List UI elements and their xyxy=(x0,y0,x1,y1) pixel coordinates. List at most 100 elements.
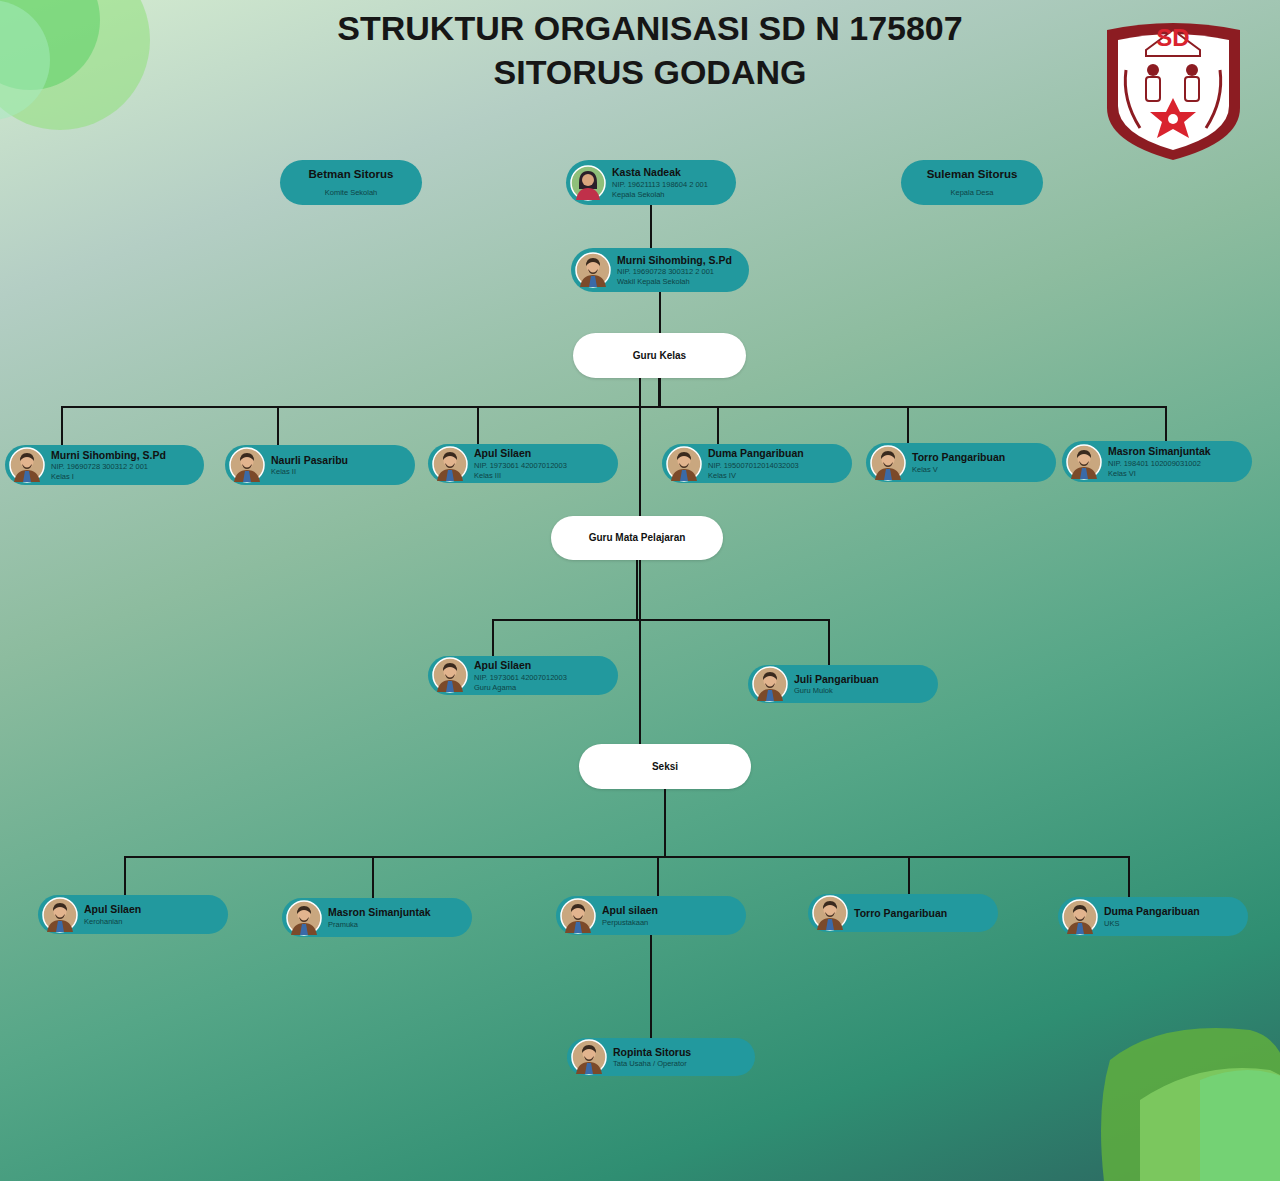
corner-blob xyxy=(1101,1028,1280,1181)
person-box: Ropinta SitorusTata Usaha / Operator xyxy=(567,1038,755,1076)
person-box: Betman SitorusKomite Sekolah xyxy=(280,160,422,205)
avatar-photo xyxy=(432,657,468,693)
photo-beard xyxy=(588,269,598,274)
node-detail: Kerohanian xyxy=(84,917,122,926)
photo-hair xyxy=(1077,450,1091,458)
photo-face xyxy=(582,174,594,186)
node-detail: Guru Mulok xyxy=(794,686,833,695)
node-detail: NIP. 19621113 198604 2 001 xyxy=(612,180,708,189)
photo-beard xyxy=(679,463,689,468)
connector-line xyxy=(62,378,660,445)
photo-body xyxy=(671,469,697,481)
photo-ground xyxy=(753,667,787,701)
photo-beard xyxy=(883,462,893,467)
node-title: Apul Silaen xyxy=(474,447,531,460)
photo-ground xyxy=(10,448,44,482)
node-title: Ropinta Sitorus xyxy=(613,1046,691,1059)
logo-flower-center xyxy=(1168,114,1178,124)
photo-beard xyxy=(242,464,252,469)
photo-body xyxy=(565,921,591,933)
avatar-photo xyxy=(229,447,265,483)
photo-beard xyxy=(765,683,775,688)
photo-shirt xyxy=(23,471,31,482)
person-box: Duma PangaribuanNIP. 195007012014032003K… xyxy=(662,444,852,483)
photo-body xyxy=(576,188,600,200)
node-detail: Wakil Kepala Sekolah xyxy=(617,277,690,286)
photo-ground xyxy=(561,899,595,933)
photo-beard xyxy=(584,1056,594,1061)
photo-body xyxy=(757,689,783,701)
photo-shirt xyxy=(680,470,688,481)
photo-shirt xyxy=(884,469,892,480)
logo-wreath xyxy=(1206,70,1221,128)
node-title: Naurli Pasaribu xyxy=(271,454,348,467)
logo-pupil xyxy=(1147,64,1159,76)
photo-body xyxy=(437,680,463,692)
connector-line xyxy=(125,789,665,895)
photo-hair xyxy=(881,451,895,459)
avatar-photo xyxy=(560,898,596,934)
photo-hair xyxy=(53,903,67,911)
person-box: Kasta NadeakNIP. 19621113 198604 2 001Ke… xyxy=(566,160,736,205)
node-title: Betman Sitorus xyxy=(309,168,394,182)
person-box: Apul SilaenKerohanian xyxy=(38,895,228,934)
avatar-photo xyxy=(870,445,906,481)
photo-shirt xyxy=(826,919,834,930)
person-box: Masron SimanjuntakNIP. 198401 1020090310… xyxy=(1062,441,1252,482)
photo-hair xyxy=(443,452,457,460)
logo-pupil xyxy=(1185,77,1199,101)
photo-hair xyxy=(240,453,254,461)
avatar-photo xyxy=(286,900,322,936)
node-detail: Kelas V xyxy=(912,465,938,474)
photo-ground xyxy=(43,898,77,932)
photo-shirt xyxy=(585,1063,593,1074)
photo-beard xyxy=(55,914,65,919)
avatar-photo xyxy=(812,895,848,931)
person-box: Apul SilaenNIP. 1973061 42007012003Guru … xyxy=(428,656,618,695)
photo-ground xyxy=(1067,445,1101,479)
photo-ground xyxy=(1063,900,1097,934)
photo-ground xyxy=(667,447,701,481)
photo-body xyxy=(437,469,463,481)
connector-line xyxy=(637,560,829,665)
person-box: Duma PangaribuanUKS xyxy=(1058,897,1248,936)
logo-pupil xyxy=(1146,77,1160,101)
avatar-photo xyxy=(570,165,606,201)
photo-shirt xyxy=(446,470,454,481)
photo-body xyxy=(234,470,260,482)
node-title: Masron Simanjuntak xyxy=(1108,445,1211,458)
node-title: Suleman Sitorus xyxy=(927,168,1018,182)
node-title: Guru Kelas xyxy=(633,350,686,362)
node-detail: Pramuka xyxy=(328,920,358,929)
node-detail: Kelas II xyxy=(271,467,296,476)
node-title: Apul silaen xyxy=(602,904,658,917)
node-title: Duma Pangaribuan xyxy=(1104,905,1200,918)
chart-title: STRUKTUR ORGANISASI SD N 175807 SITORUS … xyxy=(335,6,965,94)
photo-ground xyxy=(230,448,264,482)
section-heading: Guru Kelas xyxy=(573,333,746,378)
node-detail: NIP. 195007012014032003 xyxy=(708,461,799,470)
person-box: Suleman SitorusKepala Desa xyxy=(901,160,1043,205)
person-box: Naurli PasaribuKelas II xyxy=(225,445,415,485)
avatar-photo xyxy=(42,897,78,933)
photo-hair xyxy=(579,171,597,189)
logo-shield xyxy=(1107,23,1240,160)
node-detail: Kelas VI xyxy=(1108,469,1136,478)
photo-hair xyxy=(586,258,600,266)
avatar-photo xyxy=(1066,444,1102,480)
node-detail: NIP. 1973061 42007012003 xyxy=(474,673,567,682)
photo-shirt xyxy=(446,681,454,692)
node-detail: Kelas I xyxy=(51,472,74,481)
node-detail: Guru Agama xyxy=(474,683,516,692)
photo-ground xyxy=(287,901,321,935)
node-title: Apul Silaen xyxy=(474,659,531,672)
node-detail: Kepala Sekolah xyxy=(612,190,665,199)
photo-hair xyxy=(763,672,777,680)
photo-hair xyxy=(1073,905,1087,913)
photo-body xyxy=(291,923,317,935)
connector-line xyxy=(660,378,909,443)
node-detail: Kelas III xyxy=(474,471,501,480)
photo-body xyxy=(1071,467,1097,479)
person-box: Masron SimanjuntakPramuka xyxy=(282,898,472,937)
